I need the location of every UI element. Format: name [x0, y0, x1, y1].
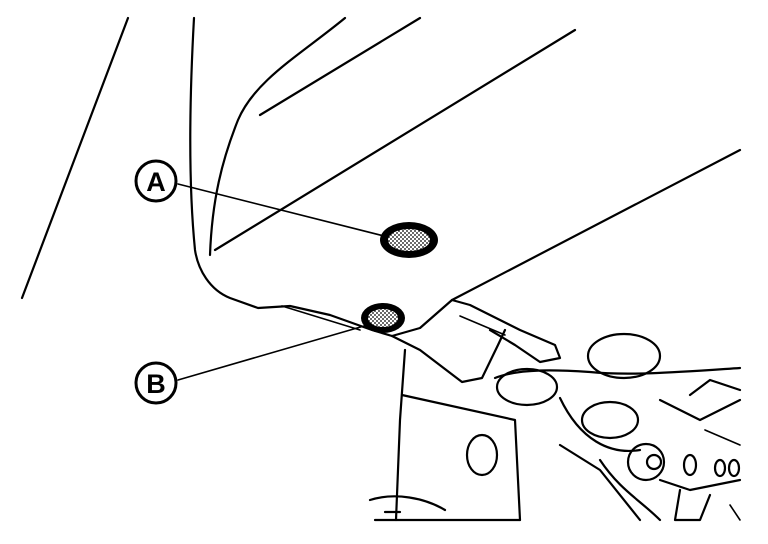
- grommet-b: [361, 303, 405, 333]
- callout-b: B: [134, 361, 178, 405]
- cover-panel: [189, 16, 742, 338]
- callout-a: A: [134, 159, 178, 203]
- leader-line-b: [177, 325, 365, 381]
- underbody-structure: [368, 298, 742, 522]
- callout-a-label: A: [146, 167, 166, 197]
- callout-b-label: B: [146, 369, 166, 399]
- leader-line-a: [177, 183, 385, 237]
- grommet-a: [380, 222, 438, 258]
- left-edge-line: [20, 16, 130, 300]
